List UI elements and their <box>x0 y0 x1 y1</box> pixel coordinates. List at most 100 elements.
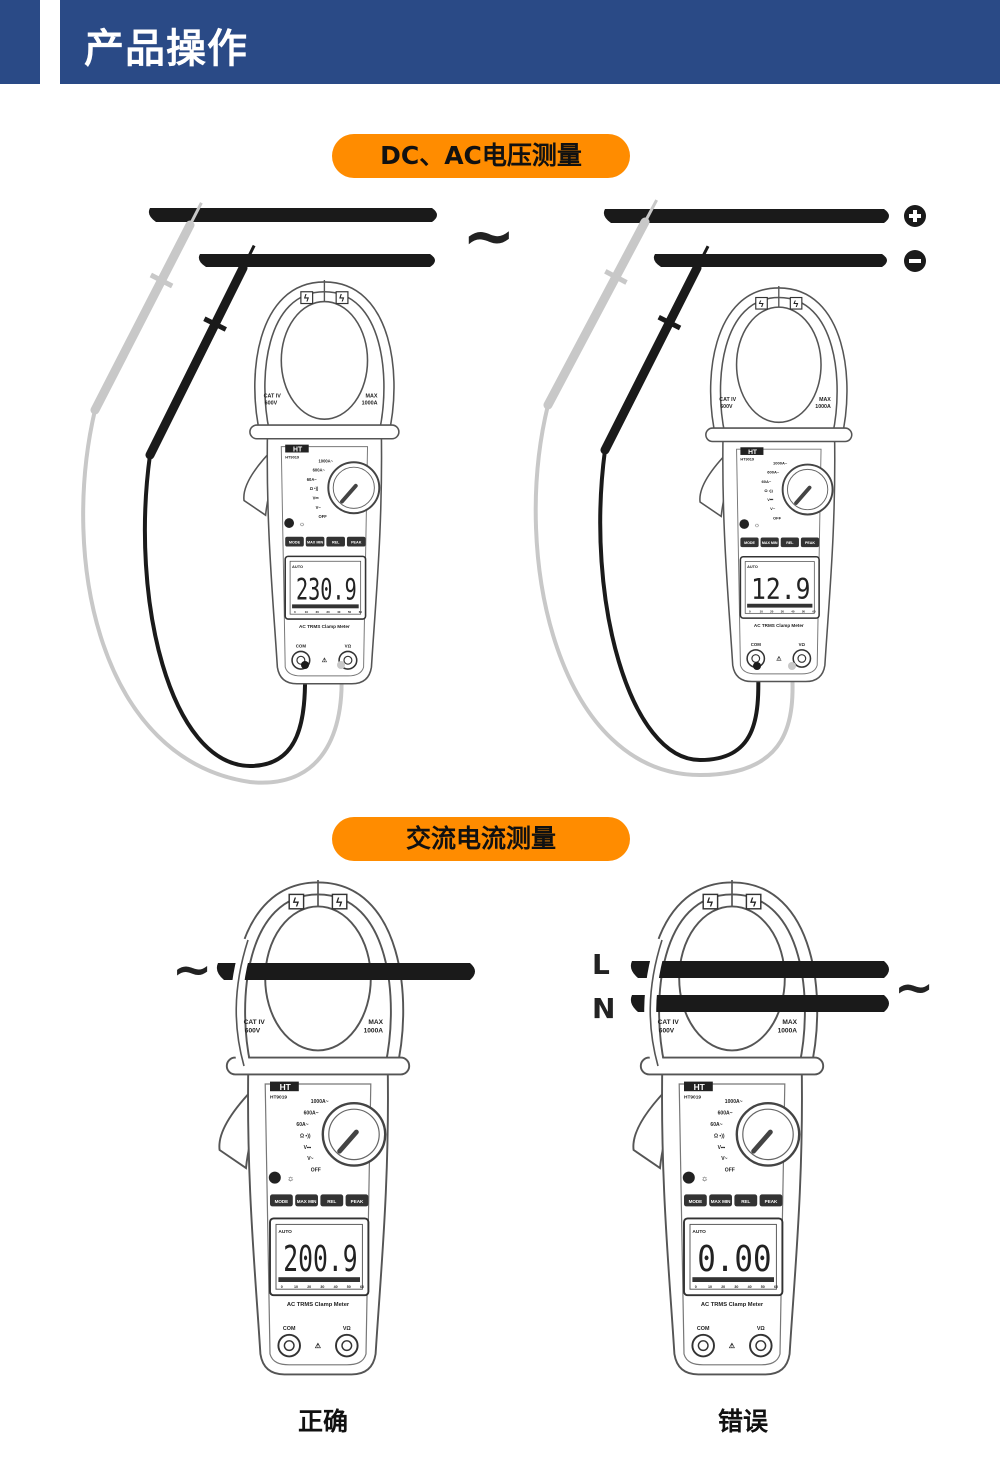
backlight-icon: ☼ <box>299 521 305 528</box>
plus-icon-glyph <box>909 210 921 222</box>
lcd-scale-tick: 50 <box>348 610 352 614</box>
input-jack-inner <box>755 1340 767 1352</box>
jack-label-v: VΩ <box>345 644 352 649</box>
dial-position-label: V~ <box>770 506 776 511</box>
dial-position-label: 1000A~ <box>311 1099 329 1105</box>
brand-logo-text: HT <box>293 447 303 454</box>
hazard-icon-glyph: ϟ <box>304 294 310 305</box>
probe-red-tip <box>188 202 203 226</box>
button-label: REL <box>741 1199 750 1204</box>
max-rating: 1000A <box>815 404 831 410</box>
ac-symbol: ~ <box>172 942 213 998</box>
probe-plug <box>753 662 761 670</box>
rotary-dial-inner <box>328 1108 380 1161</box>
hold-button <box>682 1171 695 1184</box>
brand-logo <box>270 1081 299 1092</box>
jack-label-com: COM <box>283 1326 296 1332</box>
hazard-icon-glyph: ϟ <box>750 895 757 909</box>
line-label: L <box>592 948 610 981</box>
probe-black-guard <box>203 316 227 332</box>
cat-rating: 600V <box>720 404 733 410</box>
model-label: HT9019 <box>684 1094 701 1100</box>
hazard-icon-glyph: ϟ <box>707 895 714 909</box>
brand-logo <box>684 1081 713 1092</box>
button-label: MAX MIN <box>307 541 323 545</box>
ac-symbol: ~ <box>462 200 516 274</box>
lcd-scale-tick: 30 <box>320 1285 324 1289</box>
product-label: AC TRMS Clamp Meter <box>701 1302 764 1308</box>
dial-pointer <box>340 483 358 504</box>
neutral-label: N <box>592 992 616 1025</box>
lead-black <box>142 454 308 769</box>
clamp-opening <box>280 300 369 420</box>
lcd-display <box>683 1217 784 1297</box>
button-mode <box>740 537 759 548</box>
dial-position-label: 1000A~ <box>725 1099 743 1105</box>
jack-label-com: COM <box>296 644 307 649</box>
button-label: REL <box>327 1199 336 1204</box>
dial-position-label: Ω •)) <box>714 1133 725 1139</box>
jaw-front-edge <box>649 939 663 1067</box>
dial-pointer <box>751 1129 773 1154</box>
hazard-icon <box>789 296 803 310</box>
lcd-scale-tick: 30 <box>326 610 330 614</box>
button-rel <box>780 537 799 548</box>
meter-face <box>264 1083 372 1366</box>
max-rating: MAX <box>819 397 831 403</box>
input-jack-inner <box>341 1340 353 1352</box>
dial-position-label: V⎓ <box>718 1145 725 1151</box>
button-peak <box>346 536 366 547</box>
lcd-scale-tick: 50 <box>761 1285 765 1289</box>
probe-plug <box>788 662 796 670</box>
cable-single <box>216 963 475 980</box>
button-label: PEAK <box>805 541 815 545</box>
cat-rating: 600V <box>659 1027 675 1034</box>
max-rating: MAX <box>782 1019 797 1026</box>
lcd-scale-tick: 30 <box>781 609 785 613</box>
dial-position-label: 600A~ <box>767 470 780 475</box>
dial-position-label: 600A~ <box>313 468 326 473</box>
conductor-bar <box>148 208 437 222</box>
lcd-scale-tick: 60 <box>360 1285 364 1289</box>
hold-button <box>739 519 750 529</box>
hold-button <box>268 1171 281 1184</box>
dial-position-label: 60A~ <box>296 1122 308 1128</box>
dial-position-label: V~ <box>721 1156 727 1162</box>
input-jack-inner <box>283 1340 295 1352</box>
conductor-bar-negative <box>653 254 887 267</box>
probe-plug <box>337 661 345 669</box>
dial-position-label: V~ <box>307 1156 313 1162</box>
probe-black <box>600 263 702 455</box>
max-rating: MAX <box>368 1019 383 1026</box>
clamp-guard <box>639 1056 825 1076</box>
button-label: MODE <box>275 1199 289 1204</box>
cat-rating: CAT IV <box>244 1019 266 1026</box>
lcd-scale-tick: 10 <box>305 610 309 614</box>
rotary-dial-inner <box>332 466 375 509</box>
brand-logo-text: HT <box>280 1082 292 1092</box>
button-mode <box>270 1194 293 1207</box>
probe-red-tip <box>643 199 658 223</box>
lcd-bargraph <box>292 604 359 609</box>
lcd-scale-tick: 0 <box>749 609 751 613</box>
lcd-scale-tick: 40 <box>337 610 341 614</box>
lcd-scale-tick: 20 <box>316 610 320 614</box>
dial-position-label: V⎓ <box>304 1145 311 1151</box>
meter-face <box>736 448 822 675</box>
model-label: HT9019 <box>270 1094 287 1100</box>
button-max-min <box>760 537 779 548</box>
cable-line <box>630 961 889 978</box>
clamp-opening <box>678 905 786 1052</box>
dial-position-label: Ω •)) <box>310 486 319 491</box>
hazard-icon <box>331 893 348 910</box>
lcd-mode: AUTO <box>292 564 303 569</box>
button-label: REL <box>786 541 794 545</box>
button-mode <box>285 536 304 547</box>
button-mode <box>684 1194 707 1207</box>
backlight-icon: ☼ <box>287 1173 295 1183</box>
button-max-min <box>709 1194 732 1207</box>
warning-icon: ⚠ <box>322 657 328 664</box>
hazard-icon <box>745 893 762 910</box>
button-label: MAX MIN <box>762 541 778 545</box>
